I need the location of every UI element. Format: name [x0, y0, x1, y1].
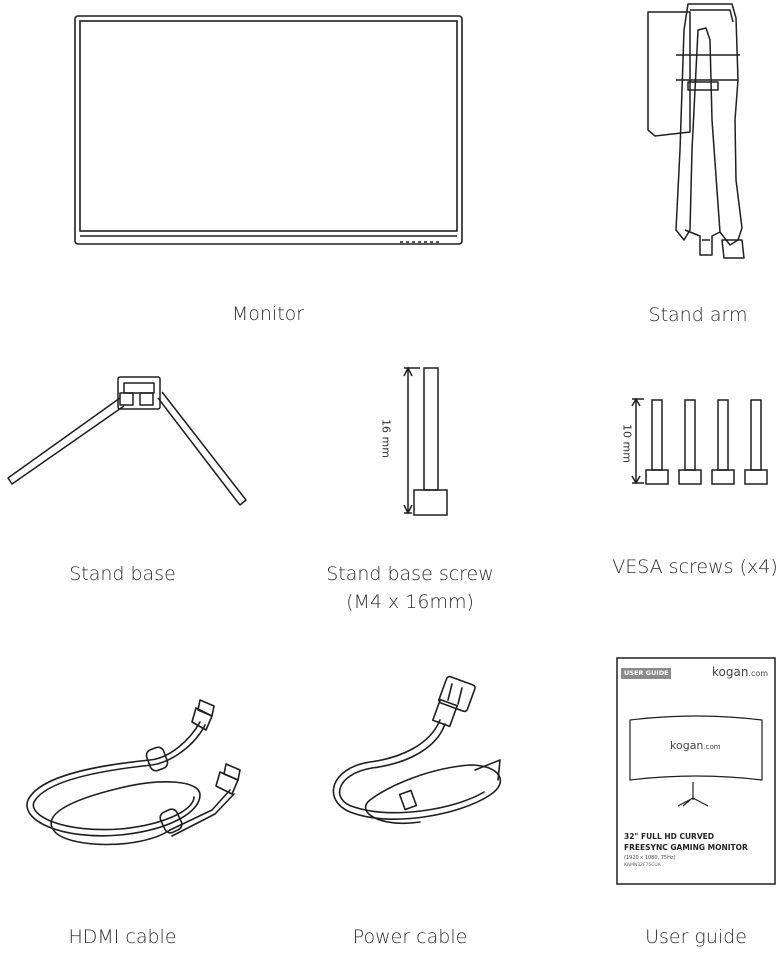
- power-cable-drawing: [332, 675, 502, 824]
- user-guide-spec: (1920 x 1080, 75Hz): [624, 855, 676, 861]
- user-guide-brand-logo: kogan.com: [712, 665, 768, 679]
- stand-arm-caption: Stand arm: [648, 304, 748, 326]
- user-guide-caption: User guide: [645, 926, 747, 948]
- user-guide-model: KAMN32F75CUA: [624, 863, 661, 868]
- user-guide-screen-brand-suffix: .com: [703, 743, 721, 751]
- monitor-caption: Monitor: [231, 303, 305, 325]
- vesa-screws-dimension: 10 mm: [620, 424, 634, 463]
- user-guide-brand-suffix: .com: [748, 669, 769, 678]
- user-guide-screen-brand: kogan: [670, 739, 704, 752]
- user-guide-title-line2: FREESYNC GAMING MONITOR: [624, 843, 748, 852]
- vesa-screw-2: [678, 399, 702, 485]
- stand-base-screw-caption-line1: Stand base screw: [326, 563, 494, 585]
- user-guide-screen-logo: kogan.com: [670, 739, 721, 752]
- vesa-screw-4: [744, 399, 768, 485]
- hdmi-cable-caption: HDMI cable: [68, 926, 177, 948]
- user-guide-brand: kogan: [712, 665, 749, 679]
- stand-base-drawing: [7, 376, 247, 506]
- power-cable-caption: Power cable: [352, 926, 468, 948]
- user-guide-title-line1: 32" FULL HD CURVED: [624, 832, 714, 841]
- stand-base-screw-caption-line2: (M4 x 16mm): [346, 591, 474, 613]
- vesa-screws-drawing: [631, 397, 768, 485]
- vesa-screw-1: [645, 399, 669, 485]
- stand-base-screw-dimension: 16 mm: [379, 419, 393, 458]
- vesa-screws-caption: VESA screws (x4): [612, 556, 778, 578]
- hdmi-cable-drawing: [26, 699, 241, 846]
- stand-base-screw-drawing: [403, 366, 448, 516]
- user-guide-drawing: [616, 657, 776, 885]
- monitor-drawing: [74, 15, 463, 245]
- user-guide-badge: USER GUIDE: [624, 669, 669, 677]
- stand-base-caption: Stand base: [69, 563, 176, 585]
- vesa-screw-3: [711, 399, 735, 485]
- stand-arm-drawing: [647, 3, 745, 259]
